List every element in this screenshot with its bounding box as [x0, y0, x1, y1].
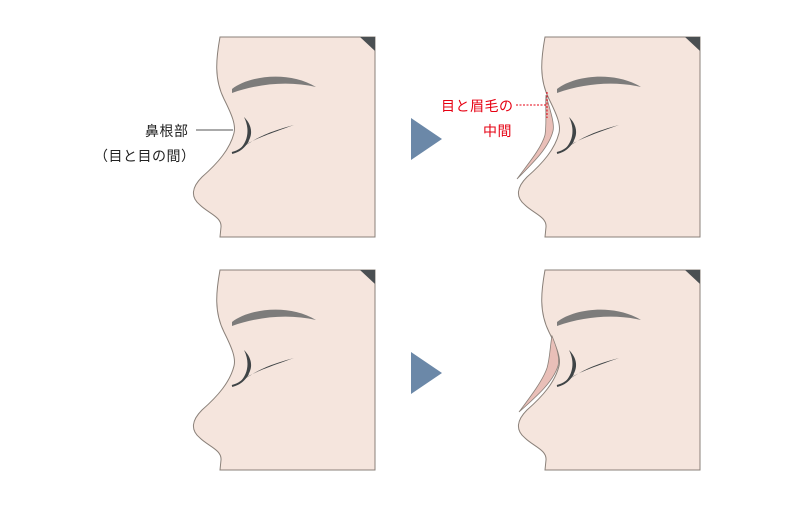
implant-region-high: [516, 94, 554, 180]
panel-after-bottom: [517, 269, 701, 471]
panel-before-top: [192, 36, 376, 238]
target-label-line1: 目と眉毛の: [441, 99, 514, 115]
nasal-root-sublabel: （目と目の間）: [94, 149, 196, 165]
implant-region-low: [518, 334, 560, 413]
panel-after-top: [516, 36, 701, 238]
arrow-icon: [411, 118, 442, 160]
target-label-line2: 中間: [483, 124, 512, 140]
panel-before-bottom: [192, 269, 376, 471]
nasal-root-label: 鼻根部: [145, 124, 189, 140]
arrow-icon: [411, 352, 442, 394]
